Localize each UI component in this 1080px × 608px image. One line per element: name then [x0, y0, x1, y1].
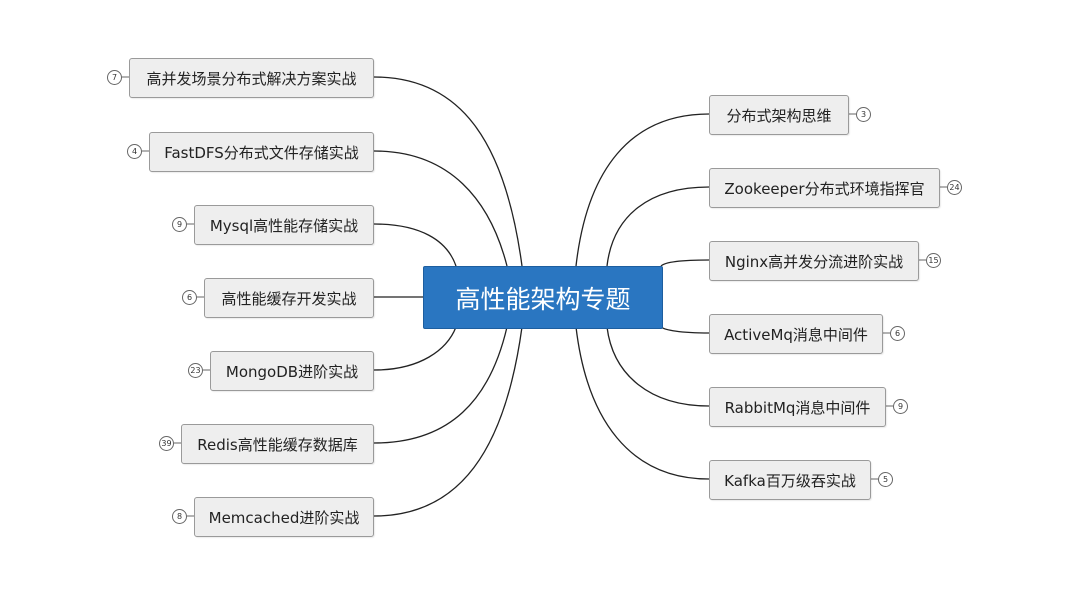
count-badge-right-3: 6: [890, 326, 905, 341]
count-badge-right-4: 9: [893, 399, 908, 414]
count-badge-left-0: 7: [107, 70, 122, 85]
branch-right-1[interactable]: Zookeeper分布式环境指挥官: [709, 168, 940, 208]
central-topic[interactable]: 高性能架构专题: [423, 266, 663, 329]
connector-R2: [660, 259, 710, 267]
branch-label: 分布式架构思维: [726, 106, 832, 125]
branch-label: FastDFS分布式文件存储实战: [164, 143, 359, 162]
branch-left-0[interactable]: 高并发场景分布式解决方案实战: [129, 58, 374, 98]
count-badge-left-3: 6: [182, 290, 197, 305]
branch-left-6[interactable]: Memcached进阶实战: [194, 497, 374, 537]
branch-right-3[interactable]: ActiveMq消息中间件: [709, 314, 883, 354]
count-badge-left-2: 9: [172, 217, 187, 232]
count-badge-right-5: 5: [878, 472, 893, 487]
branch-label: 高并发场景分布式解决方案实战: [146, 69, 357, 88]
branch-left-5[interactable]: Redis高性能缓存数据库: [181, 424, 374, 464]
count-badge-left-5: 39: [159, 436, 174, 451]
branch-right-5[interactable]: Kafka百万级吞实战: [709, 460, 871, 500]
connector-L1: [373, 150, 508, 267]
branch-left-1[interactable]: FastDFS分布式文件存储实战: [149, 132, 374, 172]
connector-L0: [373, 76, 523, 267]
connector-R4: [606, 326, 710, 407]
branch-label: Redis高性能缓存数据库: [197, 435, 358, 454]
branch-right-4[interactable]: RabbitMq消息中间件: [709, 387, 886, 427]
branch-label: MongoDB进阶实战: [225, 362, 359, 381]
branch-label: Kafka百万级吞实战: [724, 471, 856, 490]
connector-L5: [373, 326, 508, 444]
branch-label: ActiveMq消息中间件: [724, 325, 868, 344]
branch-left-3[interactable]: 高性能缓存开发实战: [204, 278, 374, 318]
count-badge-right-0: 3: [856, 107, 871, 122]
branch-left-4[interactable]: MongoDB进阶实战: [210, 351, 374, 391]
branch-label: Memcached进阶实战: [208, 508, 360, 527]
connector-R1: [606, 186, 710, 267]
connector-R3: [660, 326, 710, 334]
count-badge-left-4: 23: [188, 363, 203, 378]
connector-R0: [575, 113, 710, 267]
connector-L4: [373, 326, 457, 371]
count-badge-left-6: 8: [172, 509, 187, 524]
branch-label: RabbitMq消息中间件: [724, 398, 871, 417]
branch-label: 高性能缓存开发实战: [221, 289, 357, 308]
branch-left-2[interactable]: Mysql高性能存储实战: [194, 205, 374, 245]
connector-L2: [373, 223, 457, 267]
branch-label: Mysql高性能存储实战: [209, 216, 359, 235]
branch-right-2[interactable]: Nginx高并发分流进阶实战: [709, 241, 919, 281]
count-badge-right-2: 15: [926, 253, 941, 268]
connector-R5: [575, 326, 710, 480]
branch-label: Zookeeper分布式环境指挥官: [724, 179, 925, 198]
branch-right-0[interactable]: 分布式架构思维: [709, 95, 849, 135]
branch-label: Nginx高并发分流进阶实战: [724, 252, 904, 271]
count-badge-left-1: 4: [127, 144, 142, 159]
connector-L6: [373, 326, 523, 517]
count-badge-right-1: 24: [947, 180, 962, 195]
